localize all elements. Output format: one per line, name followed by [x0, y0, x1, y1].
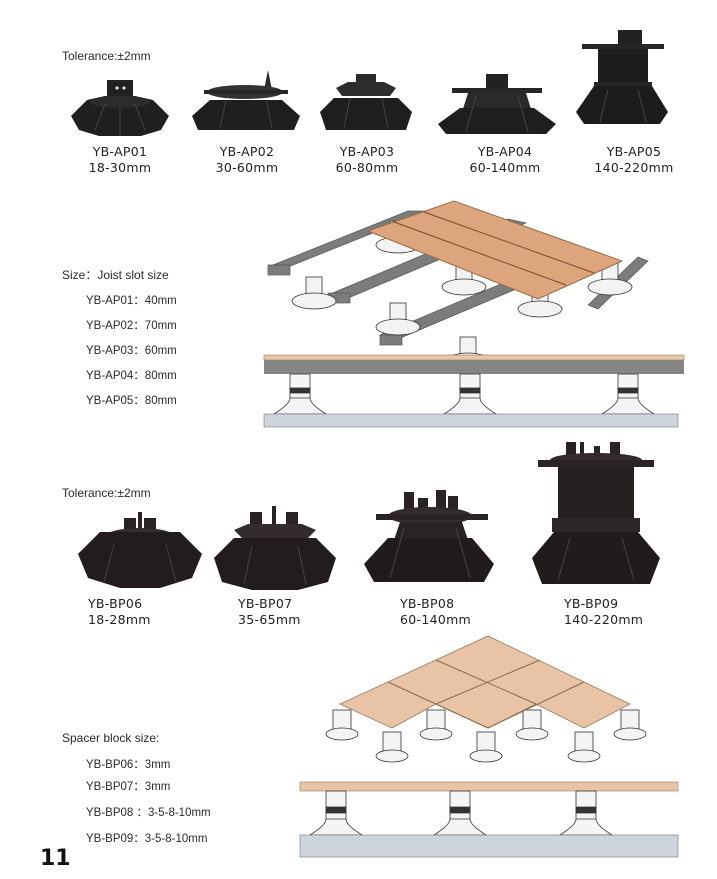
pedestal-bp09-image [532, 442, 660, 584]
page-number: 11 [40, 846, 71, 871]
tolerance-label-a: Tolerance:±2mm [62, 49, 151, 63]
pedestal-ap04-image [438, 74, 556, 134]
product-caption-ap01: YB-AP01 18-30mm [88, 144, 152, 175]
pedestal-bp07-image [214, 506, 336, 590]
spacer-size-bp06: YB-BP06：3mm [86, 759, 171, 771]
product-caption-ap02: YB-AP02 30-60mm [215, 144, 279, 175]
product-caption-bp09: YB-BP09 140-220mm [564, 596, 644, 627]
product-caption-bp06: YB-BP06 18-28mm [88, 596, 151, 627]
pedestal-ap03-image [320, 74, 412, 130]
spacer-size-heading: Spacer block size: [62, 731, 160, 745]
product-caption-ap05: YB-AP05 140-220mm [594, 144, 674, 175]
joist-size-ap01: YB-AP01：40mm [86, 295, 177, 307]
pedestal-bp06-image [78, 512, 202, 588]
tile-paver-diagram [299, 635, 679, 858]
joist-size-heading: Size：Joist slot size [62, 268, 169, 282]
spacer-size-bp08: YB-BP08 ：3-5-8-10mm [86, 807, 211, 819]
spacer-size-bp07: YB-BP07：3mm [86, 781, 171, 793]
spacer-size-bp09: YB-BP09：3-5-8-10mm [86, 833, 208, 845]
pedestal-ap05-image [576, 30, 668, 124]
joist-size-ap03: YB-AP03：60mm [86, 345, 177, 357]
product-caption-bp07: YB-BP07 35-65mm [238, 596, 301, 627]
pedestal-bp08-image [364, 490, 494, 582]
pedestal-ap02-image [192, 70, 300, 130]
joist-size-ap04: YB-AP04：80mm [86, 370, 177, 382]
tolerance-label-b: Tolerance:±2mm [62, 486, 151, 500]
product-caption-ap04: YB-AP04 60-140mm [469, 144, 541, 175]
joist-size-ap05: YB-AP05：80mm [86, 395, 177, 407]
joist-size-ap02: YB-AP02：70mm [86, 320, 177, 332]
product-caption-ap03: YB-AP03 60-80mm [335, 144, 399, 175]
joist-decking-diagram [263, 200, 685, 428]
pedestal-ap01-image [71, 80, 169, 136]
product-caption-bp08: YB-BP08 60-140mm [400, 596, 472, 627]
